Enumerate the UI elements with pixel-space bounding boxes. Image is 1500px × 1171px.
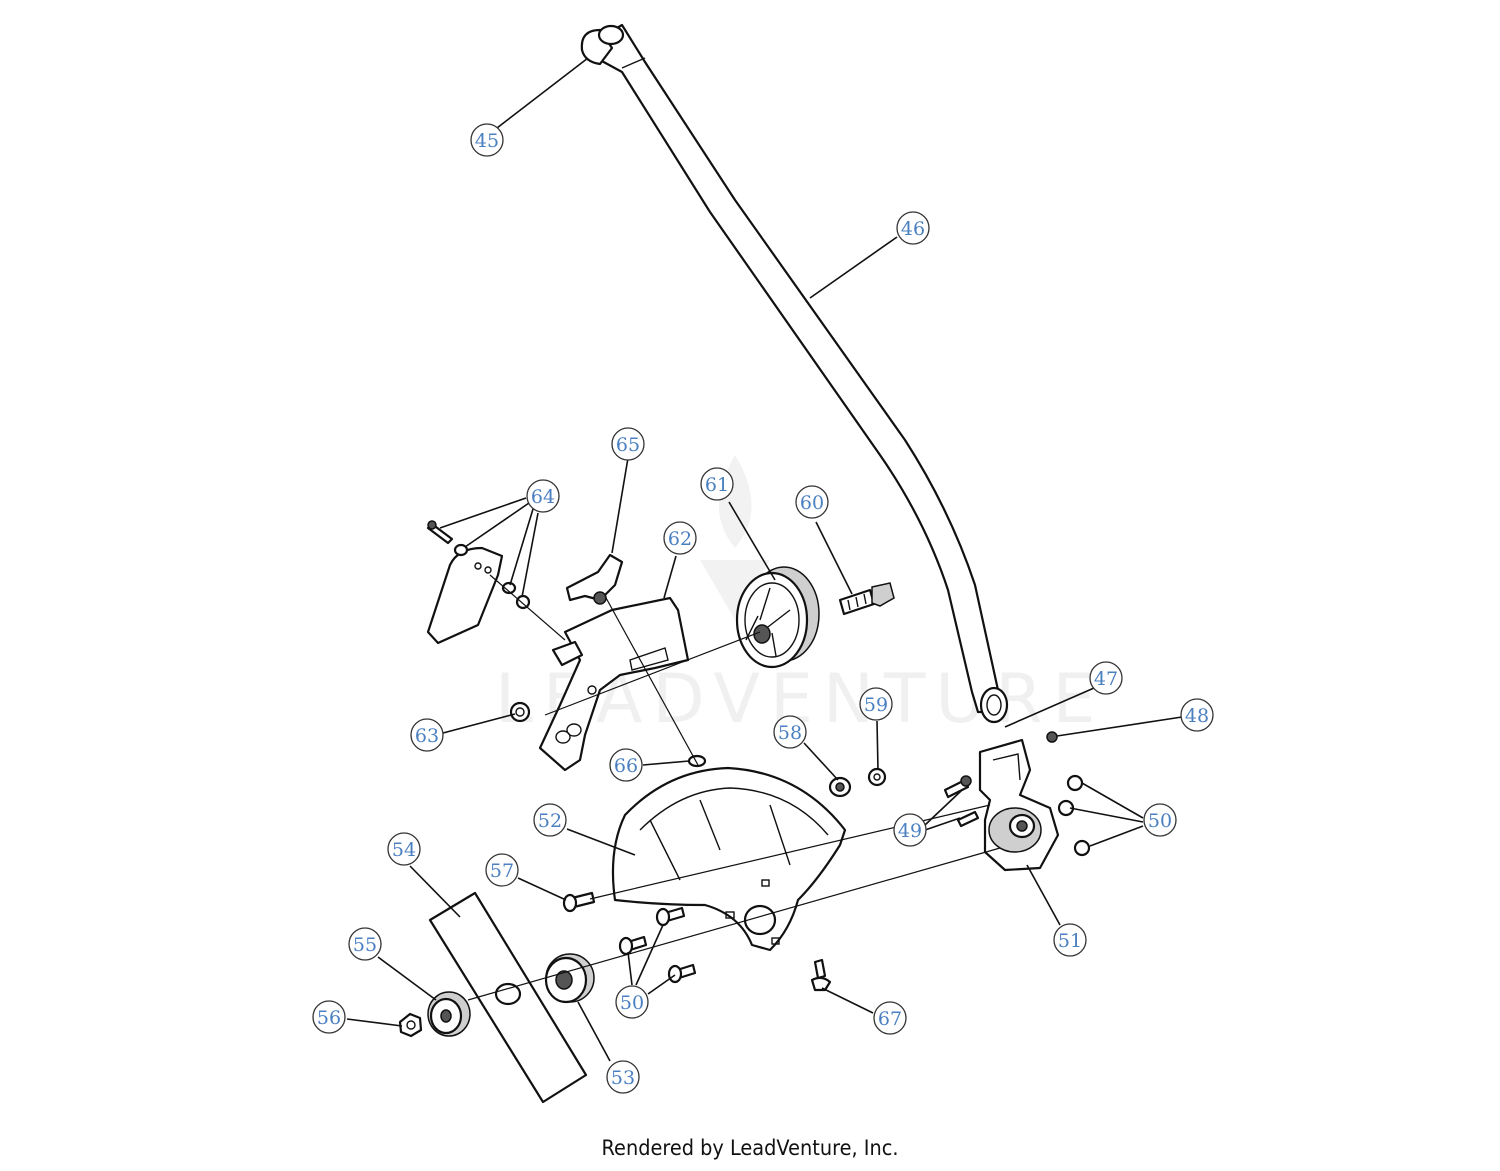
- svg-text:53: 53: [611, 1067, 635, 1089]
- svg-text:57: 57: [490, 860, 514, 882]
- svg-text:60: 60: [800, 492, 824, 514]
- callout-49: 49: [893, 813, 927, 847]
- svg-text:64: 64: [531, 486, 555, 508]
- svg-text:47: 47: [1094, 668, 1118, 690]
- callout-52: 52: [533, 803, 567, 837]
- svg-text:61: 61: [705, 474, 729, 496]
- guard-screw-57: [562, 891, 596, 913]
- callout-45: 45: [470, 123, 504, 157]
- callout-53: 53: [606, 1060, 640, 1094]
- blade-nut: [398, 1012, 423, 1038]
- callout-64: 64: [526, 479, 560, 513]
- svg-text:45: 45: [475, 130, 499, 152]
- callout-50-gear-head: 50: [1143, 803, 1177, 837]
- wheel-bracket: [538, 596, 690, 772]
- guard-screws-50: [618, 906, 697, 984]
- svg-text:62: 62: [668, 528, 692, 550]
- callout-54: 54: [387, 832, 421, 866]
- callout-65: 65: [611, 427, 645, 461]
- svg-text:50: 50: [1148, 810, 1172, 832]
- svg-text:50: 50: [620, 992, 644, 1014]
- blade-washer: [427, 991, 471, 1037]
- svg-text:52: 52: [538, 810, 562, 832]
- wheel: [735, 566, 820, 669]
- callout-66: 66: [609, 748, 643, 782]
- callout-51: 51: [1053, 923, 1087, 957]
- svg-text:49: 49: [898, 820, 922, 842]
- tube-cap: [580, 24, 625, 66]
- adjust-knob: [565, 553, 624, 605]
- gear-head-screw-48: [1046, 731, 1058, 743]
- svg-text:58: 58: [778, 722, 802, 744]
- svg-text:56: 56: [317, 1007, 341, 1029]
- gear-head: [978, 738, 1060, 872]
- washer: [828, 776, 852, 798]
- guard-screw-67: [810, 958, 832, 992]
- blade-spacer: [544, 953, 595, 1004]
- callout-62: 62: [663, 521, 697, 555]
- callout-60: 60: [795, 485, 829, 519]
- svg-text:67: 67: [878, 1008, 902, 1030]
- callout-47: 47: [1089, 661, 1123, 695]
- svg-text:63: 63: [415, 725, 439, 747]
- blade: [428, 891, 588, 1104]
- depth-plate-washers: [501, 581, 531, 610]
- gear-head-screws-49: [943, 775, 980, 828]
- svg-text:66: 66: [614, 755, 638, 777]
- svg-text:59: 59: [864, 694, 888, 716]
- callout-58: 58: [773, 715, 807, 749]
- bracket-nut: [509, 701, 531, 723]
- depth-plate-bolt: [426, 520, 469, 557]
- callout-57: 57: [485, 853, 519, 887]
- callout-59: 59: [859, 687, 893, 721]
- svg-text:46: 46: [901, 218, 925, 240]
- leader-lines: [346, 57, 1183, 1062]
- svg-text:48: 48: [1185, 705, 1209, 727]
- depth-plate: [426, 546, 504, 645]
- gear-head-nuts-50: [1057, 774, 1091, 857]
- callout-55: 55: [348, 927, 382, 961]
- svg-text:55: 55: [353, 934, 377, 956]
- svg-text:54: 54: [392, 839, 416, 861]
- callout-63: 63: [410, 718, 444, 752]
- callout-61: 61: [700, 467, 734, 501]
- callout-48: 48: [1180, 698, 1214, 732]
- svg-text:51: 51: [1058, 930, 1082, 952]
- svg-text:65: 65: [616, 434, 640, 456]
- footer-credit: Rendered by LeadVenture, Inc.: [601, 1136, 899, 1160]
- bracket-washer: [687, 754, 707, 768]
- callout-67: 67: [873, 1001, 907, 1035]
- axle-bolt: [838, 582, 895, 616]
- nut: [867, 767, 887, 787]
- shaft-tube: [595, 23, 1009, 724]
- callout-46: 46: [896, 211, 930, 245]
- callout-56: 56: [312, 1000, 346, 1034]
- blade-guard: [611, 766, 847, 952]
- callout-50-guard: 50: [615, 985, 649, 1019]
